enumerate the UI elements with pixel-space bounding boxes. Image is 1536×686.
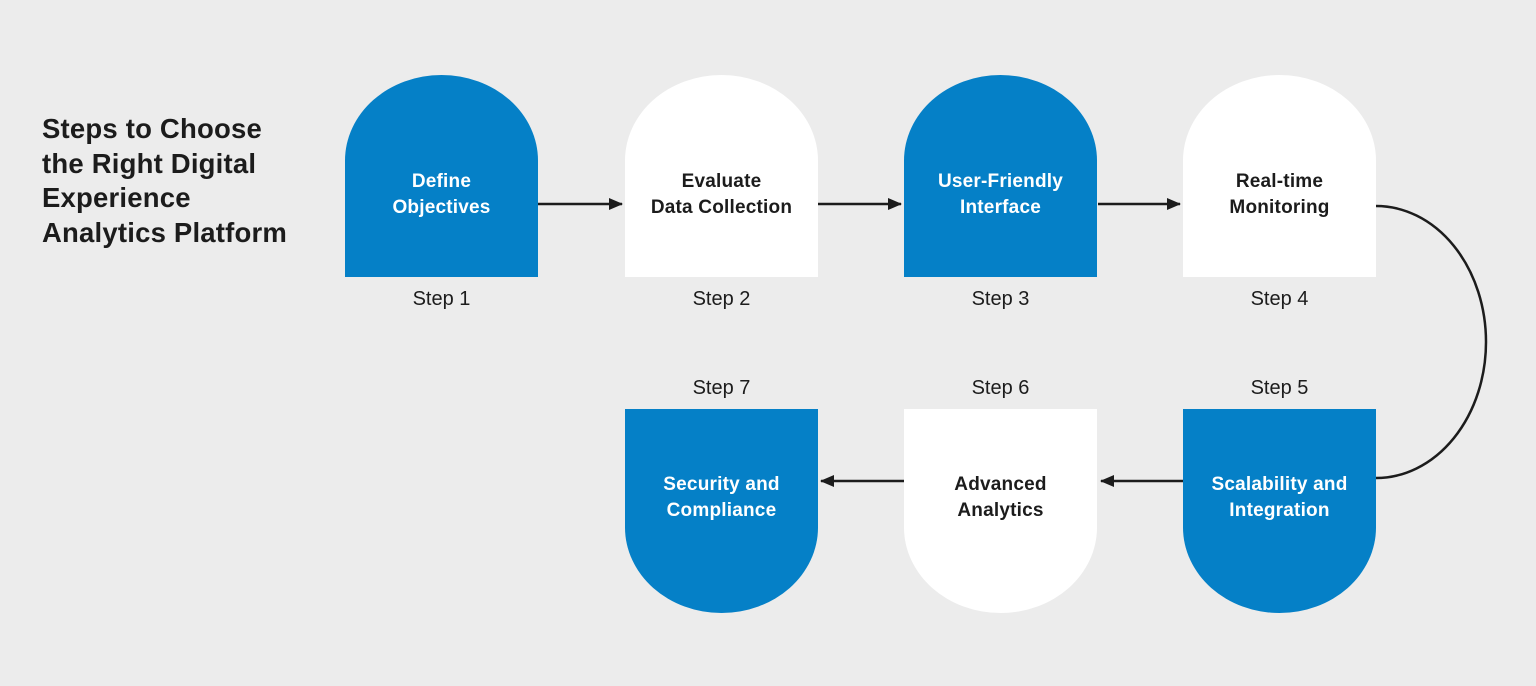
- step4-label-line-2: Monitoring: [1229, 197, 1330, 218]
- step4-label-line-1: Real-time: [1235, 171, 1324, 192]
- step3-label: User-Friendly Interface: [938, 131, 1063, 221]
- step4-node: Real-time Monitoring: [1183, 75, 1376, 277]
- step1-label-line-2: Objectives: [392, 197, 491, 218]
- step3-label-line-2: Interface: [959, 197, 1041, 218]
- step2-label-line-2: Data Collection: [650, 197, 793, 218]
- step7-caption: Step 7: [692, 377, 751, 399]
- step1-label-line-1: Define: [411, 171, 472, 192]
- title-line-2: the Right Digital: [42, 147, 257, 179]
- title-line-3: Experience: [42, 182, 191, 213]
- step1-label: Define Objectives: [392, 131, 490, 221]
- step6-node: Advanced Analytics: [904, 409, 1097, 613]
- step7-label-line-1: Security and: [663, 474, 780, 495]
- step6-label-line-1: Advanced: [954, 474, 1047, 495]
- step7-label: Security and Compliance: [663, 472, 779, 550]
- step7-node: Security and Compliance: [625, 409, 818, 613]
- step2-caption: Step 2: [692, 288, 751, 310]
- step1-node: Define Objectives: [345, 75, 538, 277]
- connector-step4-step5-curve: [1375, 204, 1488, 480]
- diagram-title: Steps to Choose the Right Digital Experi…: [42, 112, 287, 250]
- step5-caption: Step 5: [1250, 377, 1309, 399]
- step6-caption: Step 6: [971, 377, 1030, 399]
- step5-node: Scalability and Integration: [1183, 409, 1376, 613]
- step5-label: Scalability and Integration: [1211, 472, 1347, 550]
- step6-label: Advanced Analytics: [954, 472, 1046, 550]
- step4-label: Real-time Monitoring: [1229, 131, 1329, 221]
- step7-label-line-2: Compliance: [666, 500, 777, 521]
- step5-label-line-2: Integration: [1229, 500, 1330, 521]
- step2-label-line-1: Evaluate: [681, 171, 762, 192]
- step3-label-line-1: User-Friendly: [937, 171, 1064, 192]
- step3-caption: Step 3: [971, 288, 1030, 310]
- step6-label-line-2: Analytics: [957, 500, 1044, 521]
- title-line-4: Analytics Platform: [42, 216, 288, 248]
- step1-caption: Step 1: [412, 288, 471, 310]
- step2-label: Evaluate Data Collection: [651, 131, 792, 221]
- step5-label-line-1: Scalability and: [1211, 474, 1348, 495]
- step2-node: Evaluate Data Collection: [625, 75, 818, 277]
- title-line-1: Steps to Choose: [42, 113, 262, 144]
- step3-node: User-Friendly Interface: [904, 75, 1097, 277]
- step4-caption: Step 4: [1250, 288, 1309, 310]
